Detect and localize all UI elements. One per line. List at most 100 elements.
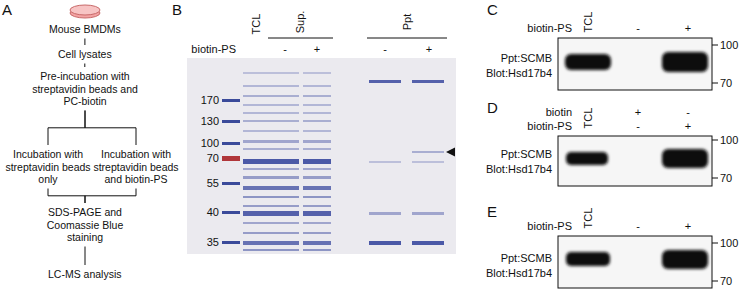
blot-band xyxy=(565,54,611,70)
annotation: 70 xyxy=(720,77,732,90)
annotation: 35 xyxy=(207,236,219,249)
marker-tick xyxy=(712,45,718,46)
annotation: 100 xyxy=(201,137,219,150)
annotation: 130 xyxy=(201,115,219,128)
annotation: Blot:Hsd17b4 xyxy=(486,67,552,80)
sup-lane xyxy=(303,72,331,251)
annotation: biotin xyxy=(546,106,572,119)
step-label: Incubation with streptavidin beads and b… xyxy=(90,148,182,186)
western-blot xyxy=(558,136,718,186)
ladder-band xyxy=(222,211,240,214)
blot-frame xyxy=(558,236,712,288)
marker-tick xyxy=(712,178,718,179)
blot-band xyxy=(566,252,610,266)
flow-line xyxy=(85,247,86,266)
sup-lane xyxy=(271,72,299,251)
group-underline xyxy=(367,38,447,39)
marker-tick xyxy=(712,83,718,84)
step-text: LC-MS analysis xyxy=(48,268,122,281)
annotation: Ppt:SCMB xyxy=(501,52,552,65)
panel-letter: B xyxy=(172,1,182,19)
annotation: + xyxy=(635,106,641,119)
annotation: 100 xyxy=(720,237,738,250)
tcl-lane xyxy=(243,72,271,251)
annotation: Ppt:SCMB xyxy=(501,252,552,265)
annotation: Sup. xyxy=(294,11,307,34)
ladder-band xyxy=(222,241,240,244)
panel-letter: E xyxy=(487,203,497,221)
blot-frame xyxy=(558,136,712,186)
annotation: biotin-PS xyxy=(527,22,572,35)
annotation: 70 xyxy=(720,172,732,185)
annotation: - xyxy=(636,120,640,133)
annotation: 40 xyxy=(207,206,219,219)
ppt-lane xyxy=(412,80,444,245)
step-text: Incubation with streptavidin beads only xyxy=(2,148,94,186)
step-text: Mouse BMDMs xyxy=(49,23,121,36)
annotation: biotin-PS xyxy=(191,43,236,56)
ladder-band xyxy=(222,156,240,161)
step-label: Incubation with streptavidin beads only xyxy=(2,148,94,186)
flow-line xyxy=(85,189,136,204)
step-label: Pre-incubation with streptavidin beads a… xyxy=(23,70,147,108)
dish-lid xyxy=(70,5,100,15)
annotation: 100 xyxy=(720,134,738,147)
ppt-lane xyxy=(369,80,401,245)
ladder-band xyxy=(222,120,240,123)
flow-line xyxy=(48,111,85,146)
blot-band xyxy=(662,250,708,269)
annotation: 170 xyxy=(201,94,219,107)
flow-line xyxy=(84,39,85,46)
step-text: Cell lysates xyxy=(58,48,112,61)
annotation: + xyxy=(685,220,691,233)
blot-band xyxy=(566,152,608,165)
annotation: + xyxy=(685,22,691,35)
step-text: Incubation with streptavidin beads and b… xyxy=(90,148,182,186)
step-text: Pre-incubation with streptavidin beads a… xyxy=(23,70,147,108)
panel-letter: D xyxy=(487,99,498,117)
annotation: - xyxy=(636,220,640,233)
flow-line xyxy=(48,189,85,204)
ladder-band xyxy=(222,99,240,102)
annotation: + xyxy=(314,43,320,56)
annotation: 55 xyxy=(207,177,219,190)
arrowhead-marker xyxy=(446,148,455,157)
annotation: - xyxy=(283,43,287,56)
ladder-band xyxy=(222,182,240,185)
annotation: 100 xyxy=(720,39,738,52)
annotation: - xyxy=(636,22,640,35)
band xyxy=(412,151,444,153)
annotation: TCL xyxy=(250,14,263,35)
gel-background xyxy=(187,58,456,254)
annotation: TCL xyxy=(582,108,595,129)
step-label: Mouse BMDMs xyxy=(49,23,121,36)
panel-letter: C xyxy=(487,1,498,19)
annotation: Ppt:SCMB xyxy=(501,148,552,161)
marker-tick xyxy=(712,140,718,141)
western-blot xyxy=(558,236,718,288)
annotation: - xyxy=(686,106,690,119)
annotation: Blot:Hsd17b4 xyxy=(486,163,552,176)
blot-band xyxy=(662,149,708,168)
annotation: 70 xyxy=(207,152,219,165)
culture-dish xyxy=(70,5,100,18)
ladder-band xyxy=(222,142,240,145)
group-underline xyxy=(268,38,333,39)
annotation: - xyxy=(383,43,387,56)
annotation: biotin-PS xyxy=(527,220,572,233)
panel-letter: A xyxy=(2,1,12,19)
annotation: biotin-PS xyxy=(527,120,572,133)
annotation: Ppt xyxy=(401,14,414,31)
step-text: SDS-PAGE and Coomassie Blue staining xyxy=(37,206,133,244)
annotation: + xyxy=(426,43,432,56)
marker-tick xyxy=(712,281,718,282)
blot-frame xyxy=(558,38,712,90)
step-label: LC-MS analysis xyxy=(48,268,122,281)
annotation: TCL xyxy=(582,208,595,229)
annotation: 70 xyxy=(720,275,732,288)
flow-line xyxy=(84,64,85,68)
annotation: + xyxy=(685,120,691,133)
annotation: Blot:Hsd17b4 xyxy=(486,267,552,280)
annotation: TCL xyxy=(582,12,595,33)
